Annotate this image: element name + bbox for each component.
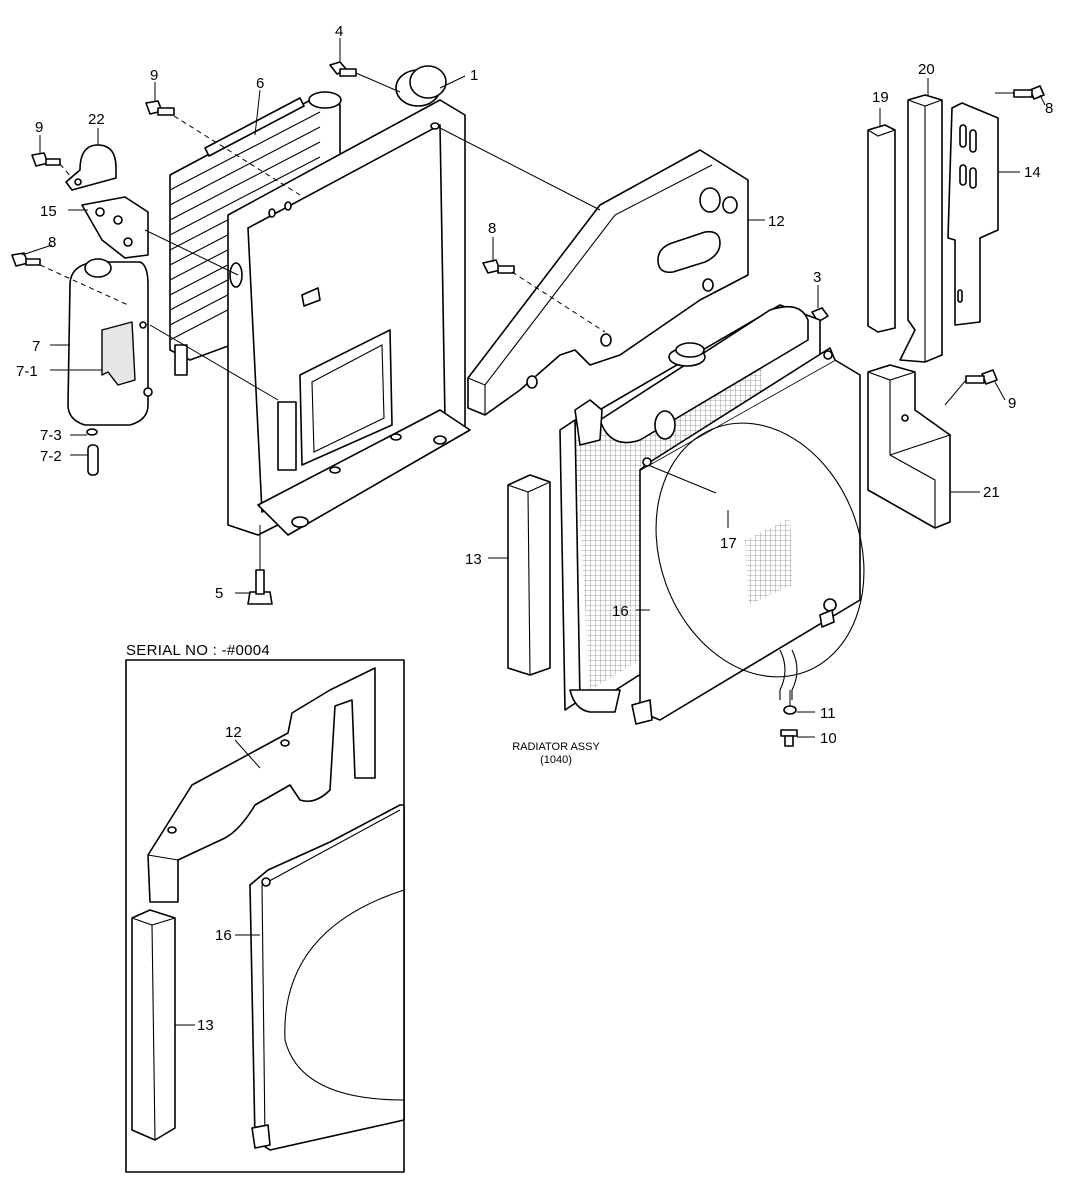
callout-7-1: 7-1 xyxy=(16,363,38,380)
callout-10: 10 xyxy=(820,730,837,747)
callout-3: 3 xyxy=(813,269,821,286)
callout-8-mid: 8 xyxy=(488,220,496,237)
radiator-assy-label: RADIATOR ASSY (1040) xyxy=(512,741,600,766)
clamp-22 xyxy=(65,144,117,191)
side-plate-14 xyxy=(947,102,999,326)
bolt-9-b xyxy=(31,152,61,167)
bolt-9-right xyxy=(965,369,998,385)
reservoir-tank xyxy=(67,258,153,476)
bolt-5 xyxy=(247,569,273,605)
inset-callout-13: 13 xyxy=(197,1017,214,1034)
callout-7-2: 7-2 xyxy=(40,448,62,465)
callout-21: 21 xyxy=(983,484,1000,501)
callout-13: 13 xyxy=(465,551,482,568)
callout-15: 15 xyxy=(40,203,57,220)
fan-shroud-16 xyxy=(631,347,865,725)
o-ring-11 xyxy=(783,705,797,715)
callout-7-3: 7-3 xyxy=(40,427,62,444)
top-inlet-cap xyxy=(395,65,447,107)
callout-4: 4 xyxy=(335,23,343,40)
callout-12: 12 xyxy=(768,213,785,230)
inset-callout-16: 16 xyxy=(215,927,232,944)
inset-bracket-12 xyxy=(147,667,376,903)
callout-20: 20 xyxy=(918,61,935,78)
callout-5: 5 xyxy=(215,585,223,602)
seal-13 xyxy=(507,474,551,676)
bolt-8-left xyxy=(11,252,41,267)
callout-19: 19 xyxy=(872,89,889,106)
callout-labels: 1 4 9 6 9 22 15 8 7 7-1 7-3 7-2 5 8 12 3… xyxy=(16,23,1053,747)
seal-20 xyxy=(899,94,943,363)
bolt-8-mid xyxy=(482,259,515,274)
alignment-lines xyxy=(39,72,1014,706)
callout-8-left: 8 xyxy=(48,234,56,251)
radiator-assy-title: RADIATOR ASSY xyxy=(512,741,600,753)
callout-9-b: 9 xyxy=(35,119,43,136)
callout-17: 17 xyxy=(720,535,737,552)
bracket-15 xyxy=(81,196,149,259)
inset-callout-12: 12 xyxy=(225,724,242,741)
callout-11: 11 xyxy=(820,705,836,722)
inset-serial-label: SERIAL NO : -#0004 xyxy=(126,642,270,659)
radiator-assy-code: (1040) xyxy=(540,754,572,766)
seal-19 xyxy=(867,124,896,333)
inset-fan-shroud-16 xyxy=(249,804,405,1151)
callout-1: 1 xyxy=(470,67,478,84)
callout-9-right: 9 xyxy=(1008,395,1016,412)
drain-plug-10 xyxy=(780,729,798,747)
callout-22: 22 xyxy=(88,111,105,128)
leader-lines xyxy=(21,38,1046,738)
bolt-8-right xyxy=(1013,85,1045,100)
bolt-4 xyxy=(329,61,357,77)
seal-21 xyxy=(867,364,951,529)
callout-7: 7 xyxy=(32,338,40,355)
callout-9-a: 9 xyxy=(150,67,158,84)
callout-6: 6 xyxy=(256,75,264,92)
callout-8-right: 8 xyxy=(1045,100,1053,117)
inset-seal-13 xyxy=(131,909,176,1141)
support-bracket-12 xyxy=(467,149,749,416)
radiator-frame xyxy=(227,65,471,536)
serial-inset: SERIAL NO : -#0004 12 16 13 xyxy=(125,642,405,1173)
callout-16: 16 xyxy=(612,603,629,620)
bolt-9-a xyxy=(145,100,175,116)
callout-14: 14 xyxy=(1024,164,1041,181)
